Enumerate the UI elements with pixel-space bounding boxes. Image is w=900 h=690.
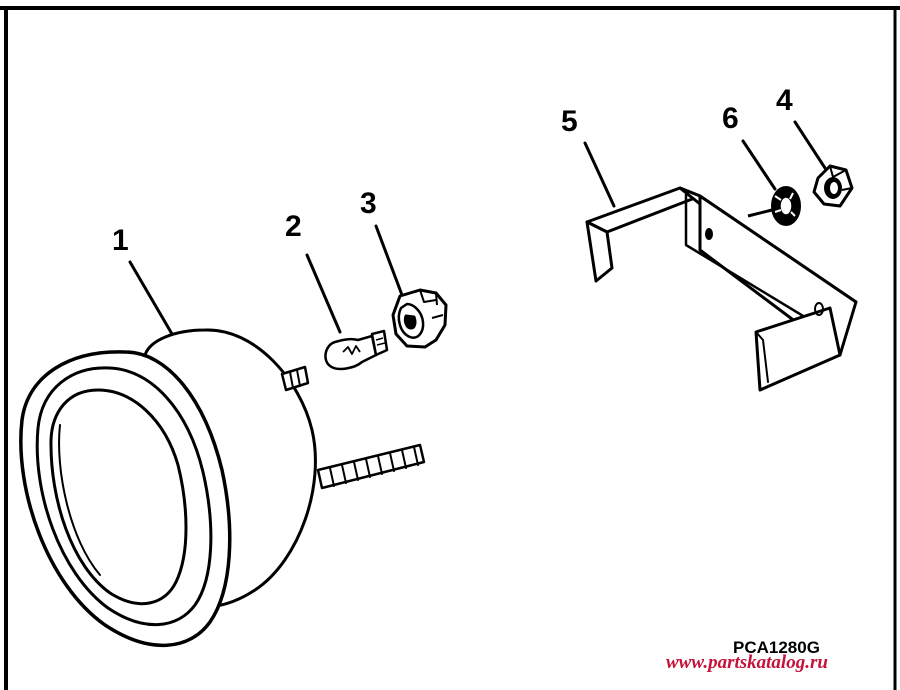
leader-line-1 [128, 260, 174, 336]
drawing-code: PCA1280G [733, 638, 820, 657]
gauge-body-illustration [19, 328, 426, 647]
leader-lines [128, 120, 827, 336]
callout-part-6: 6 [722, 102, 739, 135]
gauge-mounting-stud-long [316, 443, 426, 490]
callout-part-4: 4 [776, 84, 793, 117]
callout-part-1: 1 [112, 224, 129, 257]
u-bracket-illustration [585, 186, 858, 392]
bulb-socket-illustration [391, 288, 448, 349]
leader-line-2 [305, 253, 342, 334]
callout-part-3: 3 [360, 187, 377, 220]
watermark-link[interactable]: www.partskatalog.ru [666, 652, 828, 673]
wedge-bulb-illustration [324, 329, 389, 371]
leader-line-5 [583, 141, 616, 208]
hex-nut-illustration [812, 164, 854, 208]
callout-part-5: 5 [561, 105, 578, 138]
leader-line-3 [374, 224, 404, 297]
lock-washer-illustration [747, 186, 801, 226]
leader-line-4 [793, 120, 827, 170]
leader-line-6 [741, 139, 777, 191]
callout-part-2: 2 [285, 210, 302, 243]
gauge-mounting-stud-short [280, 365, 310, 392]
